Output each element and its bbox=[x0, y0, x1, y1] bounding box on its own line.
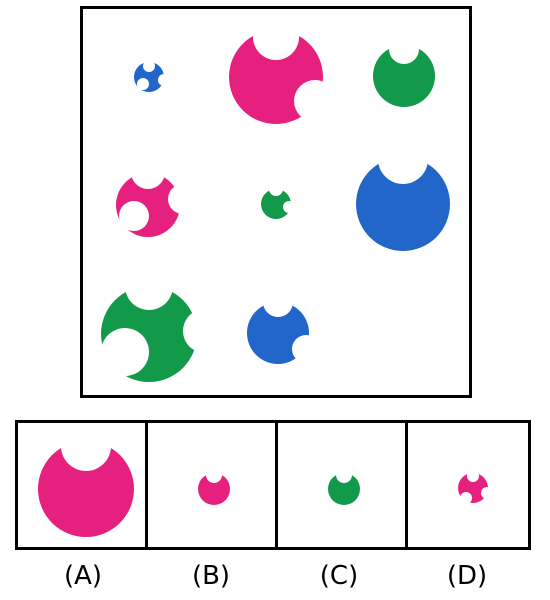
option-b[interactable] bbox=[148, 423, 278, 547]
option-c[interactable] bbox=[278, 423, 408, 547]
grid-shape-r2c1 bbox=[116, 173, 180, 237]
option-c-label: (C) bbox=[319, 561, 359, 591]
grid-shape-r3c1 bbox=[101, 286, 197, 382]
puzzle-grid bbox=[80, 6, 472, 398]
missing-cell bbox=[341, 271, 461, 391]
option-d[interactable] bbox=[408, 423, 535, 547]
option-b-label: (B) bbox=[191, 561, 231, 591]
option-a-shape bbox=[38, 441, 134, 537]
option-a[interactable] bbox=[18, 423, 148, 547]
option-a-label: (A) bbox=[63, 561, 103, 591]
grid-shape-r1c2 bbox=[229, 30, 323, 124]
grid-shape-r3c2 bbox=[247, 302, 309, 364]
grid-shape-r2c2 bbox=[261, 189, 291, 219]
answer-options bbox=[15, 420, 531, 550]
grid-shape-r1c3 bbox=[373, 45, 435, 107]
grid-shape-r2c3 bbox=[356, 157, 450, 251]
option-b-shape bbox=[198, 473, 230, 505]
option-c-shape bbox=[328, 473, 360, 505]
option-d-label: (D) bbox=[446, 561, 488, 591]
grid-shape-r1c1 bbox=[134, 62, 164, 92]
option-d-shape bbox=[458, 473, 488, 503]
puzzle-grid-canvas bbox=[101, 30, 461, 391]
